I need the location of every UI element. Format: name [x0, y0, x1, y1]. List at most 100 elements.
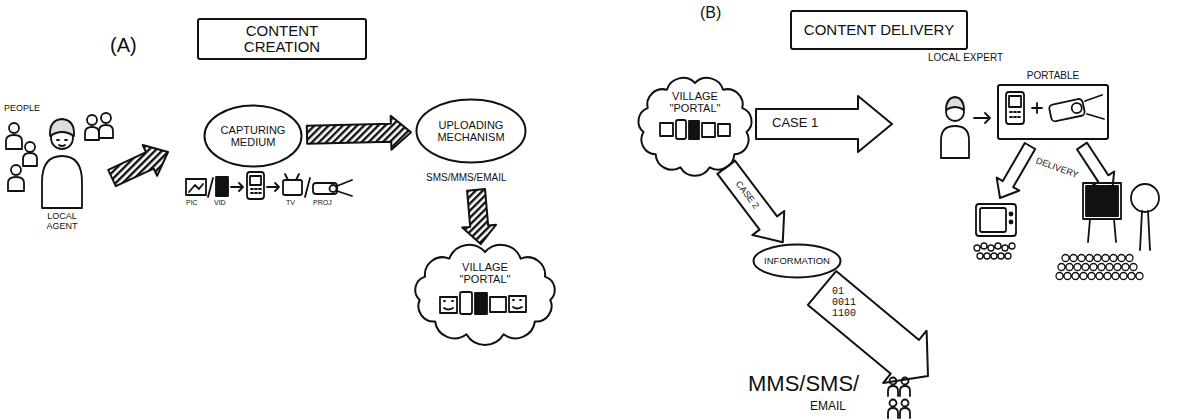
- tv-screen: [980, 208, 1006, 232]
- media-face: [513, 300, 522, 309]
- phone-icon: [247, 172, 264, 199]
- outline-arrow: [808, 271, 928, 383]
- media-icon: [440, 297, 457, 313]
- expert-turban: [946, 97, 964, 110]
- media-icon: [509, 296, 526, 312]
- process-ellipse: UPLOADING MECHANISM: [415, 98, 527, 164]
- cloud-outline: [410, 243, 560, 345]
- ellipse-shape: [417, 100, 526, 163]
- person-body: [85, 127, 99, 140]
- annotation-label: TV: [286, 199, 295, 207]
- projector-lens: [1071, 102, 1083, 114]
- picture-mountain: [189, 184, 203, 192]
- sketch-group: [6, 92, 1159, 418]
- projector-lens: [330, 185, 337, 192]
- tv-antenna: [285, 174, 299, 180]
- portal-cloud: VILLAGE "PORTAL": [634, 74, 756, 178]
- projector-icon: [1049, 98, 1086, 122]
- projector-beam: [1085, 95, 1104, 119]
- screen-panel: [1086, 186, 1118, 216]
- audience-crowd: [1056, 255, 1143, 280]
- node-label: CAPTURING MEDIUM: [217, 124, 289, 148]
- annotation-label: VID: [214, 199, 226, 207]
- person-head: [25, 142, 35, 152]
- person-body: [23, 153, 37, 166]
- small-arrow: [231, 183, 243, 191]
- person-body: [99, 125, 113, 138]
- node-label: CONTENT CREATION: [207, 23, 357, 56]
- hatched-arrow: [462, 189, 496, 244]
- annotation-label: EMAIL: [810, 400, 846, 413]
- annotation-label: DELIVERY: [1034, 156, 1079, 180]
- annotation-label: (B): [700, 4, 721, 22]
- node-label: VILLAGE "PORTAL": [659, 90, 731, 114]
- outline-arrow: [717, 161, 784, 243]
- media-face: [444, 301, 453, 310]
- node-label: INFORMATION: [764, 256, 830, 266]
- media-icon: [475, 293, 487, 314]
- ellipse-shape: [205, 106, 302, 167]
- recipient-heads: [890, 378, 909, 407]
- person-head: [101, 113, 111, 123]
- portable-kit-box: PORTABLE: [997, 84, 1109, 140]
- node-label: PORTABLE: [999, 70, 1107, 81]
- person-head: [87, 115, 97, 125]
- agent-body: [42, 156, 82, 208]
- ellipse-outline: [203, 104, 303, 168]
- tree-trunk: [1140, 211, 1150, 250]
- annotation-label: SMS/MMS/EMAIL: [426, 172, 507, 183]
- ellipse-outline: [752, 243, 842, 279]
- media-icon: [689, 121, 699, 139]
- annotation-label: LOCAL AGENT: [42, 212, 82, 232]
- node-label: VILLAGE "PORTAL": [440, 261, 530, 285]
- section-title-box: CONTENT DELIVERY: [790, 10, 968, 50]
- audience-crowd: [974, 243, 1015, 259]
- person-head: [9, 123, 19, 133]
- hatched-arrow: [307, 116, 411, 150]
- connector-label: CASE 2: [734, 180, 760, 211]
- projector-icon: [313, 183, 337, 194]
- plus-sign: [1032, 103, 1042, 113]
- section-title-box: CONTENT CREATION: [197, 18, 367, 60]
- outline-arrow: [756, 96, 892, 152]
- media-icon: [660, 123, 673, 136]
- annotation-label: LOCAL EXPERT: [928, 52, 1003, 63]
- agent-head: [51, 127, 73, 149]
- outline-arrow: [997, 143, 1035, 198]
- portal-cloud: VILLAGE "PORTAL": [410, 243, 560, 345]
- ellipse-outline: [415, 98, 527, 164]
- annotation-label: PROJ: [313, 199, 332, 207]
- node-label: UPLOADING MECHANISM: [429, 119, 513, 143]
- screen-legs: [1088, 219, 1116, 242]
- small-arrow: [974, 113, 990, 123]
- phone-icon: [1006, 92, 1024, 124]
- video-icon: [216, 177, 228, 196]
- tree-canopy: [1131, 184, 1159, 212]
- expert-head: [946, 103, 964, 121]
- media-icon: [718, 124, 730, 136]
- cloud-shape: [638, 78, 751, 176]
- agent-face: [57, 140, 67, 146]
- hatched-arrow: [108, 145, 168, 186]
- person-body: [8, 177, 24, 191]
- tv-set: [976, 204, 1016, 236]
- media-icon: [460, 292, 472, 314]
- screen-frame: [1083, 183, 1121, 219]
- annotation-label: CASE 1: [772, 116, 818, 130]
- phone-screen: [1009, 96, 1021, 107]
- phone-screen: [250, 176, 261, 185]
- phone-keys: [1010, 112, 1020, 117]
- projector-group: [1049, 98, 1086, 122]
- person-body: [6, 135, 22, 149]
- outline-arrow: [1077, 143, 1114, 192]
- annotation-label: MMS/SMS/: [748, 372, 859, 396]
- projector-beam: [337, 180, 352, 196]
- slash-mark: [208, 178, 213, 197]
- cloud-outline: [634, 74, 756, 178]
- process-ellipse: CAPTURING MEDIUM: [203, 104, 303, 168]
- tv-knob: [1010, 213, 1013, 216]
- annotation-label: PEOPLE: [4, 104, 40, 114]
- slash-mark: [305, 178, 310, 197]
- tv-knob: [1010, 221, 1013, 224]
